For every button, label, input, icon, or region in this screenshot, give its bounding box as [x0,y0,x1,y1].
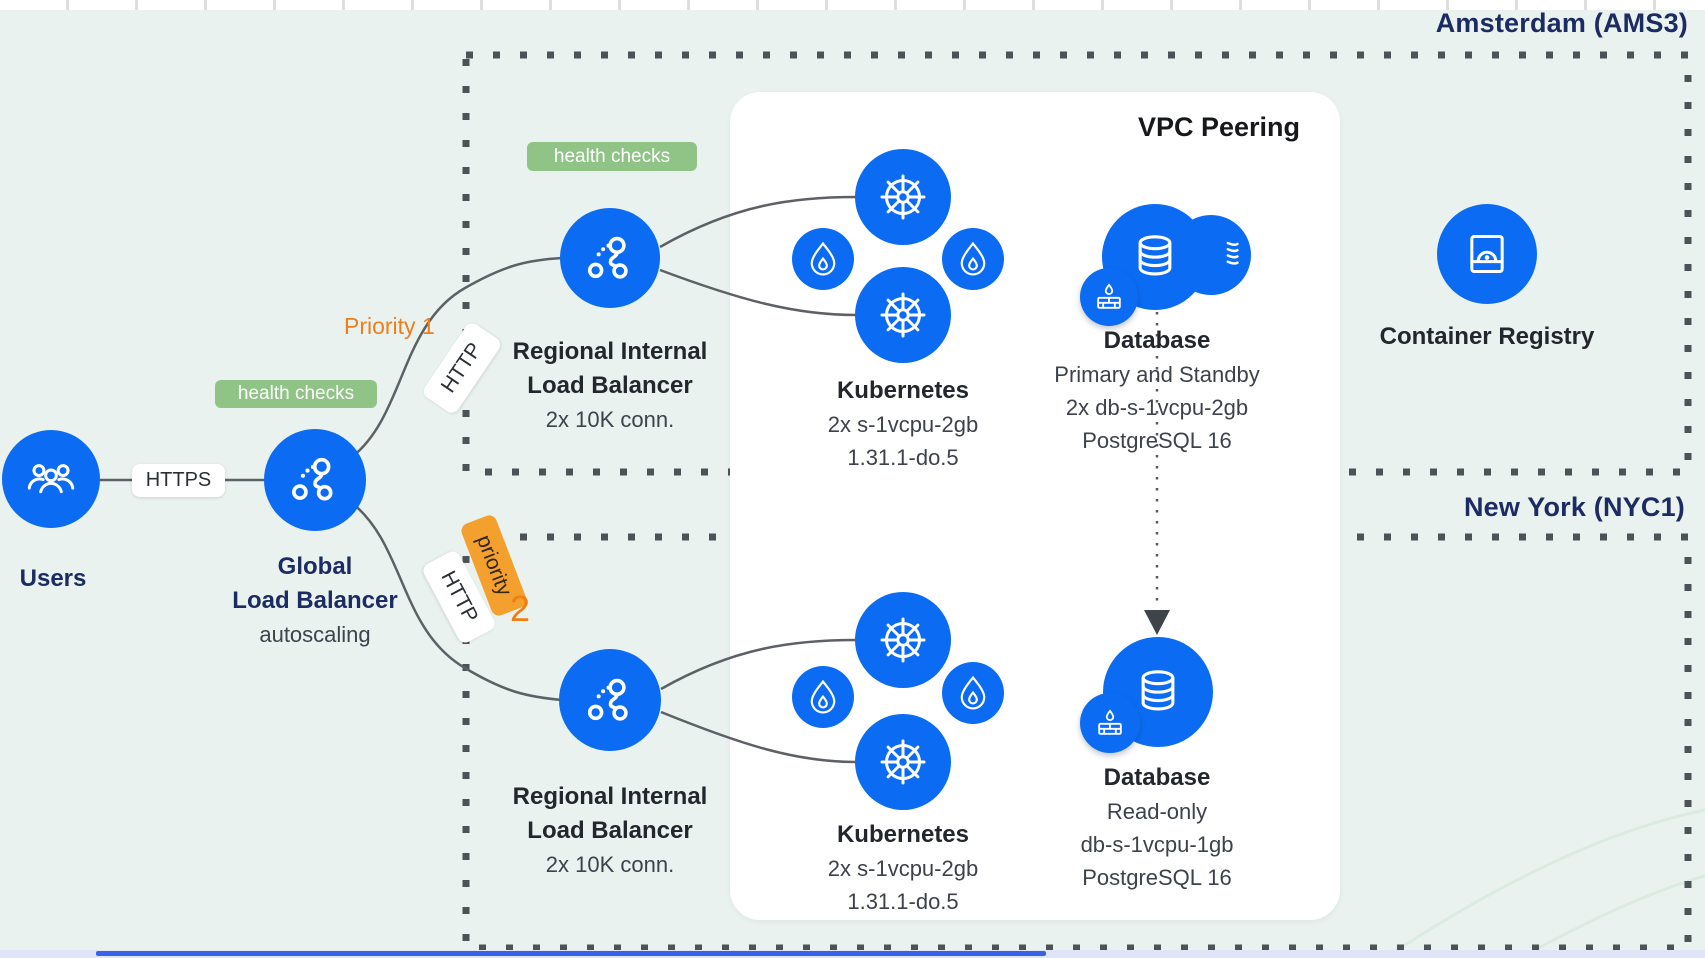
priority-1-label: Priority 1 [344,313,435,339]
database-bottom-label: Database Read-only db-s-1vcpu-1gb Postgr… [1080,764,1234,890]
firewall-icon [1089,277,1129,317]
regional-lb-bottom-node [559,649,661,751]
container-registry-label: Container Registry [1379,323,1595,350]
kubernetes-bottom-node-2 [855,714,951,810]
database-top-label: Database Primary and Standby 2x db-s-1vc… [1054,327,1260,453]
firewall-top-node [1080,268,1138,326]
users-node [2,430,100,528]
spreadsheet-top-strip [0,0,1705,10]
regional-lb-top-label: Regional Internal Load Balancer 2x 10K c… [512,338,708,432]
droplet-top-left-node [792,228,854,290]
health-checks-badge-regional: health checks [527,142,697,171]
users-icon [22,450,80,508]
regional-lb-bottom-label: Regional Internal Load Balancer 2x 10K c… [512,783,708,877]
droplet-icon [803,239,843,279]
global-lb-label: Global Load Balancer autoscaling [232,553,398,647]
container-registry-icon [1459,226,1515,282]
droplet-icon [953,673,993,713]
kubernetes-bottom-node-1 [855,592,951,688]
kubernetes-top-node-1 [855,149,951,245]
bottom-scroll-line[interactable] [96,951,1046,956]
firewall-icon [1090,703,1130,743]
vpc-peering-title: VPC Peering [1137,112,1300,142]
region-label-amsterdam: Amsterdam (AMS3) [1435,8,1688,38]
regional-lb-top-node [560,208,660,308]
load-balancer-icon [582,672,639,729]
firewall-bottom-node [1080,693,1140,753]
kubernetes-icon [873,732,933,792]
kubernetes-icon [873,285,933,345]
region-label-newyork: New York (NYC1) [1463,492,1685,522]
database-icon [1124,226,1186,288]
load-balancer-icon [582,230,639,287]
https-badge: HTTPS [132,464,225,497]
global-load-balancer-node [264,429,366,531]
kubernetes-top-node-2 [855,267,951,363]
decorative-arc [1519,874,1705,958]
droplet-icon [953,239,993,279]
database-standby-icon [1201,232,1247,278]
container-registry-node [1437,204,1537,304]
users-label: Users [19,565,87,592]
kubernetes-icon [873,610,933,670]
kubernetes-top-label: Kubernetes 2x s-1vcpu-2gb 1.31.1-do.5 [827,377,979,470]
kubernetes-bottom-label: Kubernetes 2x s-1vcpu-2gb 1.31.1-do.5 [827,821,979,914]
load-balancer-icon [286,451,344,509]
kubernetes-icon [873,167,933,227]
database-icon [1127,661,1189,723]
droplet-bottom-left-node [792,666,854,728]
droplet-bottom-right-node [942,662,1004,724]
priority-2-number: 2 [510,588,531,629]
droplet-top-right-node [942,228,1004,290]
health-checks-badge-global: health checks [215,380,377,408]
droplet-icon [803,677,843,717]
decorative-arc [1384,808,1705,958]
